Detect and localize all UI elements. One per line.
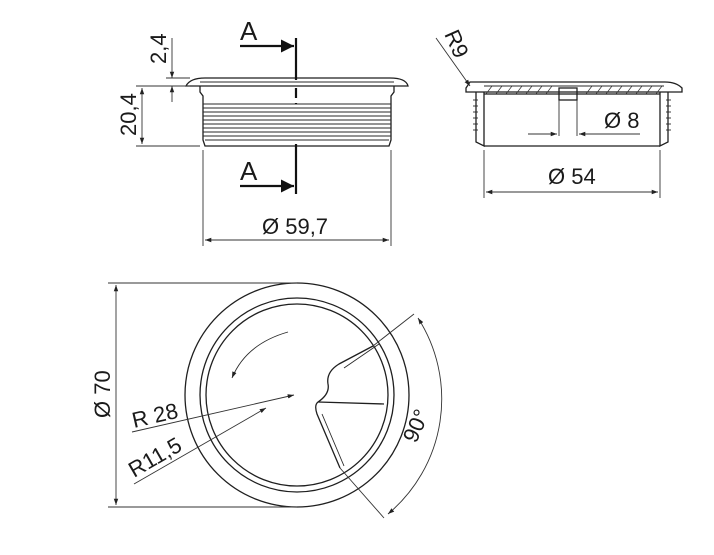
flap-split-horizontal: [317, 401, 385, 405]
inner-rim: [199, 297, 395, 493]
dim-r-large-label: R 28: [130, 398, 181, 433]
section-hatch: [485, 85, 663, 95]
dim-diameter-section: [483, 150, 661, 198]
dim-height: [136, 85, 200, 147]
section-thread-ticks: [473, 99, 671, 131]
front-flange: [184, 77, 409, 87]
outer-rim: [184, 282, 410, 508]
section-cut-line: [240, 38, 298, 194]
flap-split-lines: [315, 345, 374, 469]
angle-arc: [387, 317, 443, 515]
r-large-leader: [131, 394, 295, 433]
angle-ext-bottom: [339, 467, 385, 519]
section-left-wall: [475, 92, 485, 148]
rotation-arrow: [231, 331, 289, 379]
dim-r-small-label: R11,5: [124, 432, 186, 482]
dim-angle-label: 90°: [398, 405, 434, 446]
dim-outer-label: Ø 70: [90, 370, 115, 418]
front-thread-lines: [203, 103, 391, 141]
dim-outer: [108, 282, 297, 508]
section-right-wall: [659, 92, 669, 148]
dim-lip-label: 2,4: [146, 33, 171, 64]
radius-leader: [435, 37, 471, 87]
section-view: Ø 8 R9 Ø 54: [435, 26, 683, 198]
section-flange: [465, 81, 683, 93]
cover-edge: [205, 303, 389, 487]
section-mark-top: A: [240, 16, 258, 46]
r-small-leader: [133, 407, 267, 485]
top-view: Ø 70 R 28 R11,5 90°: [90, 282, 443, 519]
dim-diameter-front-label: Ø 59,7: [262, 214, 328, 239]
dim-diameter-front: [202, 150, 392, 246]
dim-radius-label: R9: [439, 26, 473, 62]
dim-height-label: 20,4: [116, 93, 141, 136]
section-mark-bottom: A: [240, 156, 258, 186]
front-view: A A 2,4 20,4 Ø 59,7: [116, 16, 409, 246]
dim-diameter-section-label: Ø 54: [548, 164, 596, 189]
section-hole: [558, 87, 578, 101]
dim-hole-label: Ø 8: [604, 108, 639, 133]
